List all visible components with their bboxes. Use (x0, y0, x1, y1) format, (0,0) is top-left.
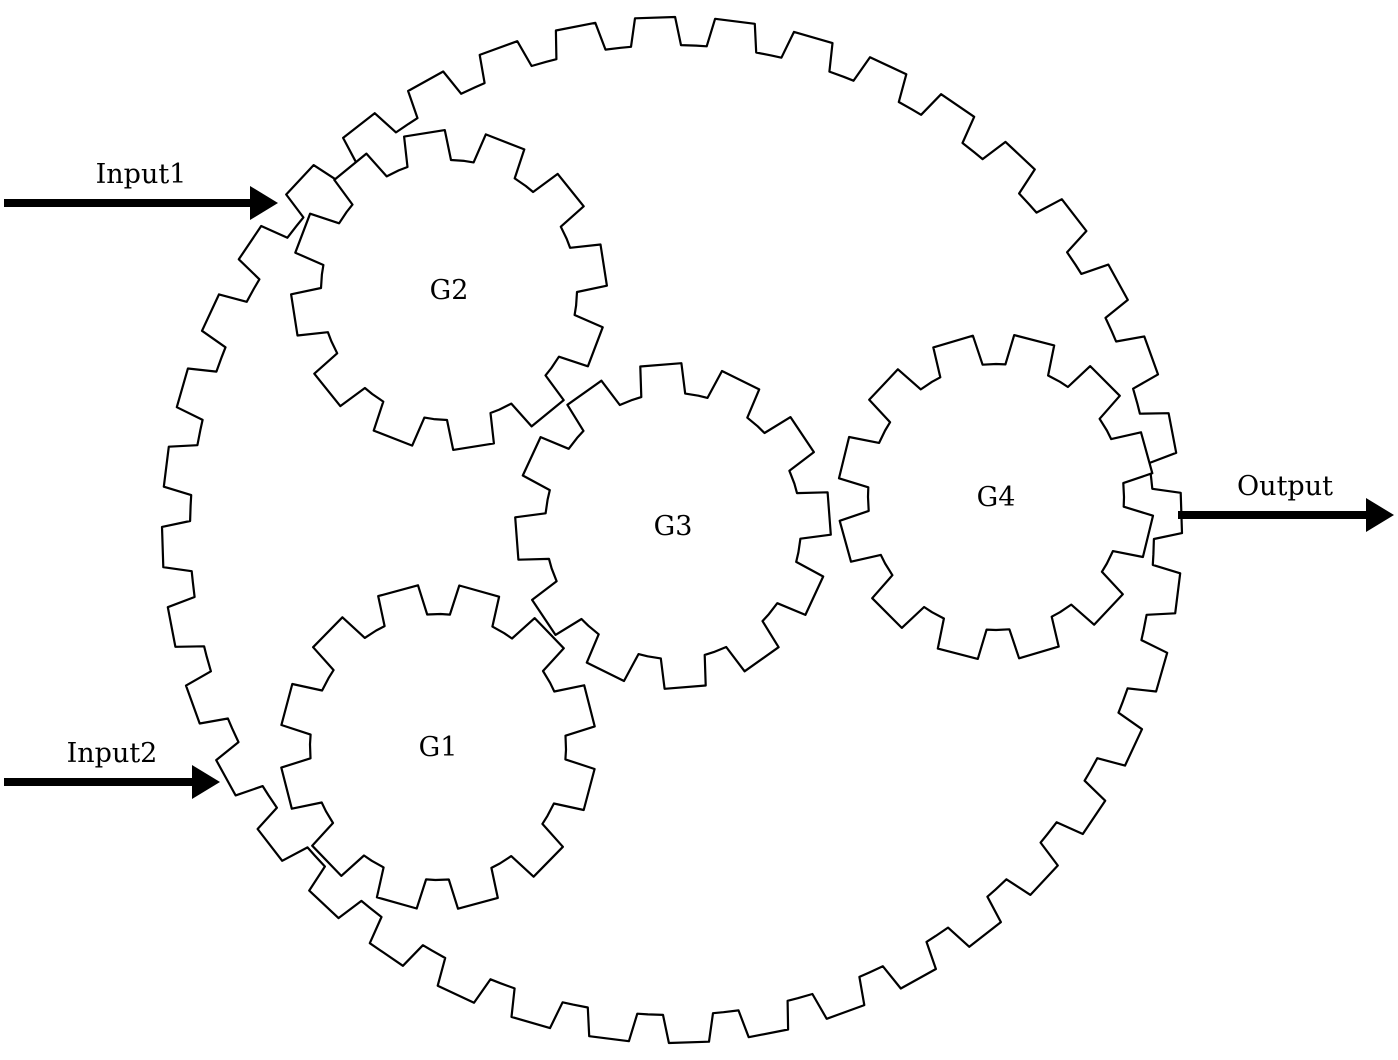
output-arrowhead-icon (1366, 498, 1394, 532)
gear-g2: G2 (290, 129, 608, 451)
gear-g1-outline (280, 584, 596, 910)
gear-g4-outline (837, 334, 1155, 660)
gear-g3: G3 (514, 362, 832, 690)
gear-g3-label: G3 (654, 511, 693, 542)
input2-arrowhead-icon (192, 765, 220, 799)
input2-label: Input2 (67, 738, 158, 769)
output-arrow: Output (1178, 471, 1394, 532)
input1-arrowhead-icon (250, 186, 278, 220)
gear-g1-label: G1 (419, 732, 458, 763)
gear-g1: G1 (280, 584, 596, 910)
gear-g4: G4 (837, 334, 1155, 660)
gear-g4-label: G4 (977, 482, 1016, 513)
gear-g2-label: G2 (430, 275, 469, 306)
input1-label: Input1 (96, 159, 187, 190)
input1-arrow: Input1 (4, 159, 278, 220)
input2-arrow: Input2 (4, 738, 220, 799)
gear-g3-outline (514, 362, 832, 690)
gear-g2-outline (290, 129, 608, 451)
output-label: Output (1237, 471, 1333, 502)
